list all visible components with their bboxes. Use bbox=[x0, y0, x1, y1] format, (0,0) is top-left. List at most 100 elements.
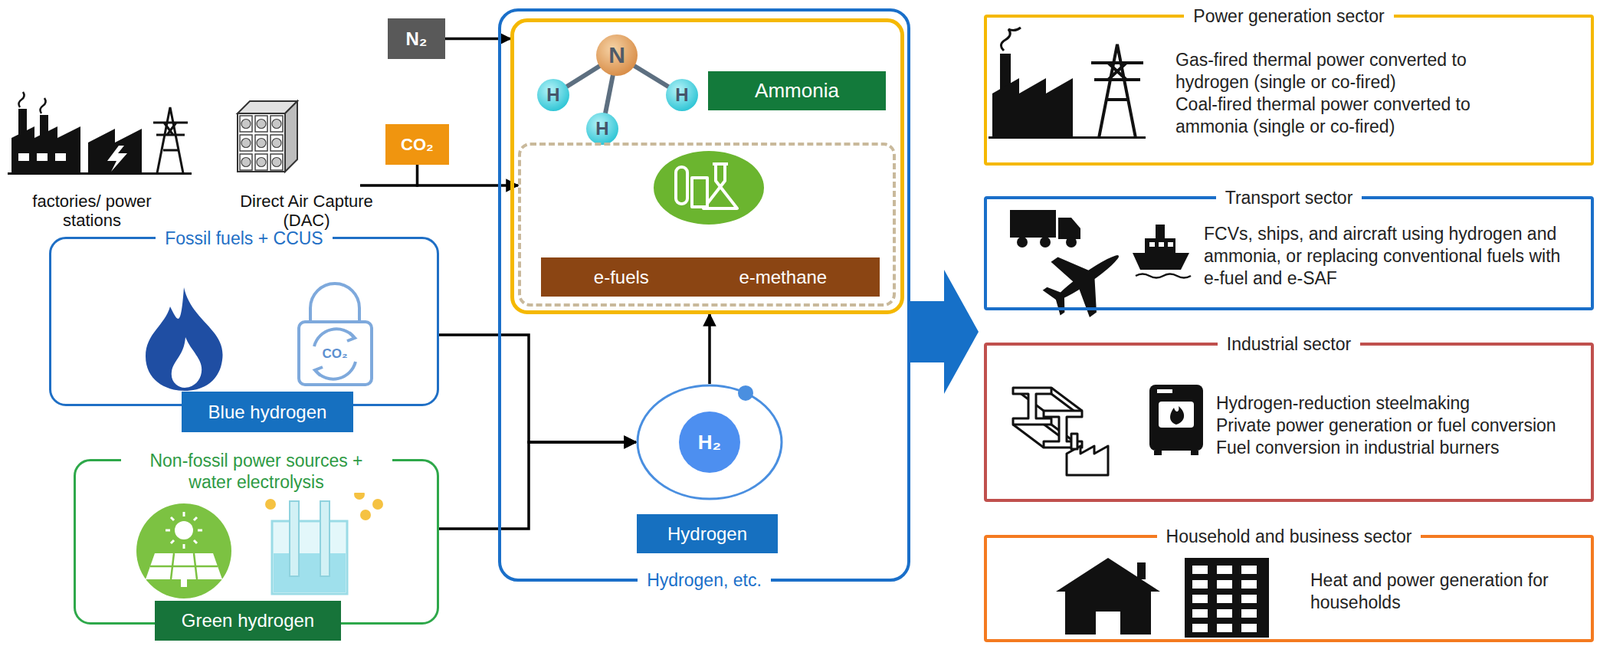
transport-sector-icon bbox=[1132, 252, 1190, 270]
electron bbox=[737, 385, 754, 401]
hydrogen-circle: H₂ bbox=[636, 383, 784, 501]
sector-body: Hydrogen-reduction steelmakingPrivate po… bbox=[1216, 392, 1561, 460]
ccus-lock-icon bbox=[347, 332, 355, 341]
electrolysis-icon bbox=[320, 501, 330, 577]
source-group: Non-fossil power sources + water electro… bbox=[73, 459, 440, 625]
household-sector-icon bbox=[1055, 557, 1161, 635]
transport-sector-icon bbox=[1058, 217, 1081, 240]
tag-text: N₂ bbox=[406, 28, 428, 50]
transport-sector-icon bbox=[1009, 209, 1056, 238]
ccus-lock-icon bbox=[315, 361, 356, 380]
hydrogen-type-tag: Green hydrogen bbox=[154, 600, 341, 641]
icon-label: H bbox=[668, 84, 696, 106]
industrial-sector-icon bbox=[1013, 387, 1052, 425]
heading-wrap: Non-fossil power sources + water electro… bbox=[75, 449, 437, 493]
ccus-lock-icon bbox=[314, 328, 355, 347]
transport-sector-icon bbox=[1032, 228, 1138, 331]
ammonia-molecule bbox=[537, 78, 570, 112]
sector-body: Gas-fired thermal power converted to hyd… bbox=[1175, 49, 1544, 138]
transport-sector-icon bbox=[1065, 236, 1077, 248]
sector-box: Household and business sectorHeat and po… bbox=[983, 534, 1594, 643]
solar-icon bbox=[180, 579, 187, 587]
icon-label: Direct Air Capture (DAC) bbox=[218, 191, 395, 231]
household-sector-icon bbox=[1184, 557, 1269, 638]
sector-box: Industrial sectorHydrogen-reduction stee… bbox=[983, 342, 1594, 502]
flame-icon bbox=[145, 287, 223, 391]
formula-box: N₂ bbox=[387, 18, 446, 60]
transport-sector-icon bbox=[1016, 236, 1028, 248]
industrial-sector-icon bbox=[1170, 406, 1184, 425]
product-group: Ammonia e-fuelse-methane bbox=[510, 18, 905, 315]
icon-label: N bbox=[601, 42, 633, 69]
orbit bbox=[637, 385, 782, 499]
chemistry-icon bbox=[653, 150, 764, 225]
power-sector-icon bbox=[1091, 62, 1144, 100]
ccus-lock-icon bbox=[314, 367, 323, 376]
sector-text: FCVs, ships, and aircraft using hydrogen… bbox=[1203, 222, 1580, 290]
factory-icon bbox=[88, 128, 142, 174]
product-tag: Ammonia bbox=[708, 71, 886, 111]
heading-wrap: Industrial sector bbox=[986, 333, 1591, 355]
dac-icon bbox=[285, 101, 298, 172]
sector-text: Hydrogen-reduction steelmaking bbox=[1216, 392, 1561, 415]
ccus-lock-icon bbox=[310, 283, 360, 322]
heading-wrap: Power generation sector bbox=[986, 5, 1591, 27]
sector-body: Heat and power generation for households bbox=[1310, 569, 1556, 614]
electrolysis-icon bbox=[360, 509, 371, 521]
power-sector-icon bbox=[1000, 27, 1021, 51]
efuel-group: e-fuelse-methane bbox=[518, 142, 896, 307]
factory-icon bbox=[36, 153, 48, 161]
electrolysis-icon bbox=[272, 521, 348, 594]
formula-box: CO₂ bbox=[385, 124, 450, 165]
heading-wrap: Household and business sector bbox=[986, 525, 1591, 548]
electrolysis-icon bbox=[289, 501, 299, 577]
sector-text: Gas-fired thermal power converted to hyd… bbox=[1175, 49, 1544, 94]
hydrogen-type-tag: Blue hydrogen bbox=[181, 391, 354, 433]
electrolysis-icon bbox=[372, 498, 384, 510]
tag-text: e-methane bbox=[738, 266, 827, 289]
tag-text: Hydrogen bbox=[667, 523, 748, 545]
icon-label: CO₂ bbox=[315, 346, 355, 362]
transport-sector-icon bbox=[1135, 274, 1191, 279]
household-sector-icon bbox=[1137, 562, 1146, 580]
solar-icon bbox=[136, 503, 232, 599]
co2-feed-line bbox=[360, 183, 419, 187]
ccus-lock-icon bbox=[298, 321, 372, 385]
industrial-sector-icon bbox=[1158, 401, 1194, 428]
icon-label: H bbox=[540, 84, 567, 106]
sector-text: Private power generation or fuel convers… bbox=[1216, 414, 1561, 437]
tag-text: Green hydrogen bbox=[181, 609, 315, 632]
solar-icon bbox=[136, 503, 232, 599]
ammonia-molecule bbox=[665, 78, 699, 112]
carrier-group: Hydrogen, etc.Ammoniae-fuelse-methaneH₂H… bbox=[498, 8, 911, 582]
factory-icon bbox=[7, 91, 192, 175]
solar-icon bbox=[165, 511, 203, 549]
connector bbox=[417, 164, 519, 186]
product-tag: Hydrogen bbox=[636, 514, 778, 554]
transport-sector-icon bbox=[1167, 242, 1174, 247]
power-sector-icon bbox=[1091, 44, 1144, 138]
connector bbox=[439, 334, 637, 443]
heading-wrap: Transport sector bbox=[986, 186, 1591, 209]
sector-text: Heat and power generation for households bbox=[1310, 569, 1556, 614]
factory-icon bbox=[107, 145, 128, 172]
nucleus bbox=[678, 411, 741, 473]
industrial-sector-icon bbox=[1066, 445, 1109, 476]
tag-text: Blue hydrogen bbox=[208, 401, 328, 423]
power-sector-icon bbox=[988, 136, 1146, 139]
ammonia-molecule bbox=[596, 34, 638, 76]
connector bbox=[439, 442, 637, 529]
sector-box: Transport sectorFCVs, ships, and aircraf… bbox=[983, 196, 1594, 311]
circle-text: H₂ bbox=[698, 430, 722, 455]
icon-label: factories/ power stations bbox=[26, 191, 158, 231]
household-sector-icon bbox=[1055, 557, 1269, 638]
factory-icon bbox=[7, 172, 192, 175]
industrial-sector-icon bbox=[1190, 450, 1199, 456]
transport-sector-icon bbox=[1039, 236, 1051, 248]
factory-icon bbox=[18, 91, 24, 108]
factory-icon bbox=[153, 107, 188, 174]
connector bbox=[708, 314, 712, 384]
big-arrow bbox=[910, 269, 979, 394]
sector-text: Fuel conversion in industrial burners bbox=[1216, 436, 1561, 460]
factory-icon bbox=[157, 107, 184, 174]
